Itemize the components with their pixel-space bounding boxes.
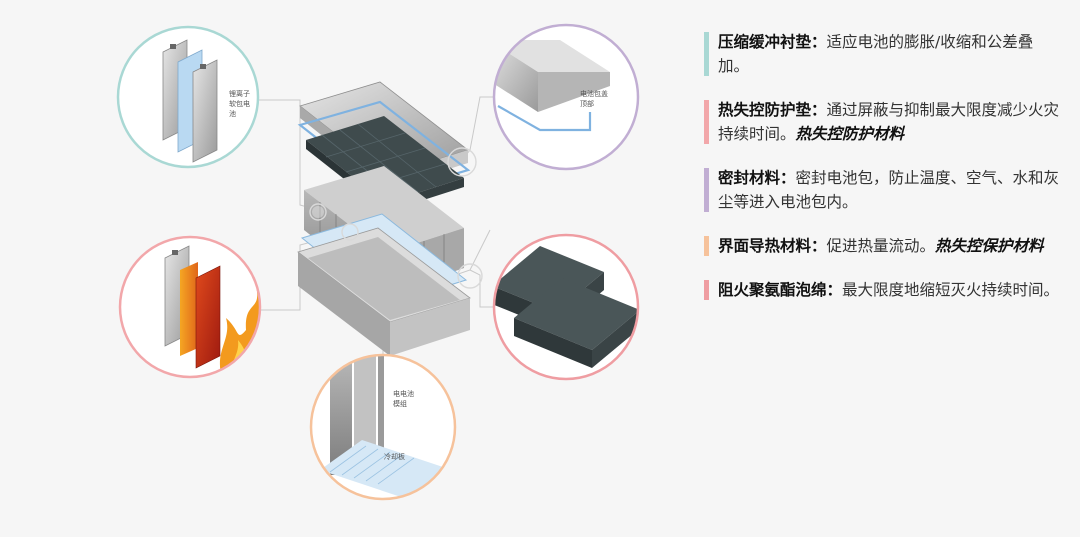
legend-bar-orange (704, 236, 709, 256)
legend-bar-teal (704, 32, 709, 76)
legend-emphasis: 热失控保护材料 (935, 237, 1044, 255)
legend-item-compression-pad: 压缩缓冲衬垫：适应电池的膨胀/收缩和公差叠加。 (704, 30, 1064, 78)
legend-desc: 最大限度地缩短灭火持续时间。 (842, 281, 1060, 299)
pack-tray (297, 227, 471, 356)
legend: 压缩缓冲衬垫：适应电池的膨胀/收缩和公差叠加。 热失控防护垫：通过屏蔽与抑制最大… (704, 30, 1064, 322)
detail-circle-pouch-cell: 锂离子 软包电 池 (116, 25, 260, 169)
label-cell-2: 软包电 (229, 99, 250, 108)
legend-title: 压缩缓冲衬垫： (718, 33, 827, 51)
label-pack-top-1: 电池包盖 (580, 89, 608, 98)
legend-text: 密封材料：密封电池包，防止温度、空气、水和灰尘等进入电池包内。 (718, 166, 1064, 214)
battery-pack-exploded-diagram: 锂离子 软包电 池 (116, 23, 640, 501)
legend-bar-red (704, 280, 709, 300)
label-cooling-plate: 冷却板 (384, 452, 405, 461)
legend-desc: 适应电池的膨胀/收缩和公差叠加。 (718, 33, 1034, 75)
legend-title: 阻火聚氨酯泡绵： (718, 281, 843, 299)
label-module-1: 电电池 (393, 389, 414, 398)
label-cell-3: 池 (229, 109, 236, 118)
legend-text: 压缩缓冲衬垫：适应电池的膨胀/收缩和公差叠加。 (718, 30, 1064, 78)
legend-emphasis: 热失控防护材料 (795, 125, 905, 143)
label-cell-1: 锂离子 (229, 89, 250, 98)
legend-bar-pink (704, 100, 709, 144)
legend-text: 阻火聚氨酯泡绵：最大限度地缩短灭火持续时间。 (718, 278, 1064, 302)
legend-item-thermal-runaway-pad: 热失控防护垫：通过屏蔽与抑制最大限度减少火灾持续时间。热失控防护材料 (704, 98, 1064, 146)
callout-markers (309, 147, 483, 289)
legend-item-sealing-material: 密封材料：密封电池包，防止温度、空气、水和灰尘等进入电池包内。 (704, 166, 1064, 214)
label-module-2: 模组 (393, 399, 407, 408)
legend-item-fire-retardant-foam: 阻火聚氨酯泡绵：最大限度地缩短灭火持续时间。 (704, 278, 1064, 302)
legend-text: 热失控防护垫：通过屏蔽与抑制最大限度减少火灾持续时间。热失控防护材料 (718, 98, 1064, 146)
detail-circle-fire-protection (118, 235, 262, 379)
legend-desc: 密封电池包，防止温度、空气、水和灰尘等进入电池包内。 (718, 169, 1060, 211)
legend-desc: 通过屏蔽与抑制最大限度减少火灾持续时间。 (718, 101, 1060, 143)
legend-text: 界面导热材料：促进热量流动。热失控保护材料 (718, 234, 1064, 258)
detail-circle-foam (492, 233, 640, 381)
legend-item-thermal-interface-material: 界面导热材料：促进热量流动。热失控保护材料 (704, 234, 1064, 258)
legend-title: 密封材料： (718, 169, 796, 187)
label-pack-top-2: 顶部 (580, 99, 594, 108)
legend-title: 热失控防护垫： (718, 101, 827, 119)
legend-desc: 促进热量流动。 (826, 237, 936, 255)
legend-bar-purple (704, 168, 709, 212)
detail-circle-pack-lid: 电池包盖 顶部 (492, 23, 640, 171)
detail-circle-module: 电电池 模组 冷却板 (309, 353, 457, 501)
legend-title: 界面导热材料： (718, 237, 827, 255)
